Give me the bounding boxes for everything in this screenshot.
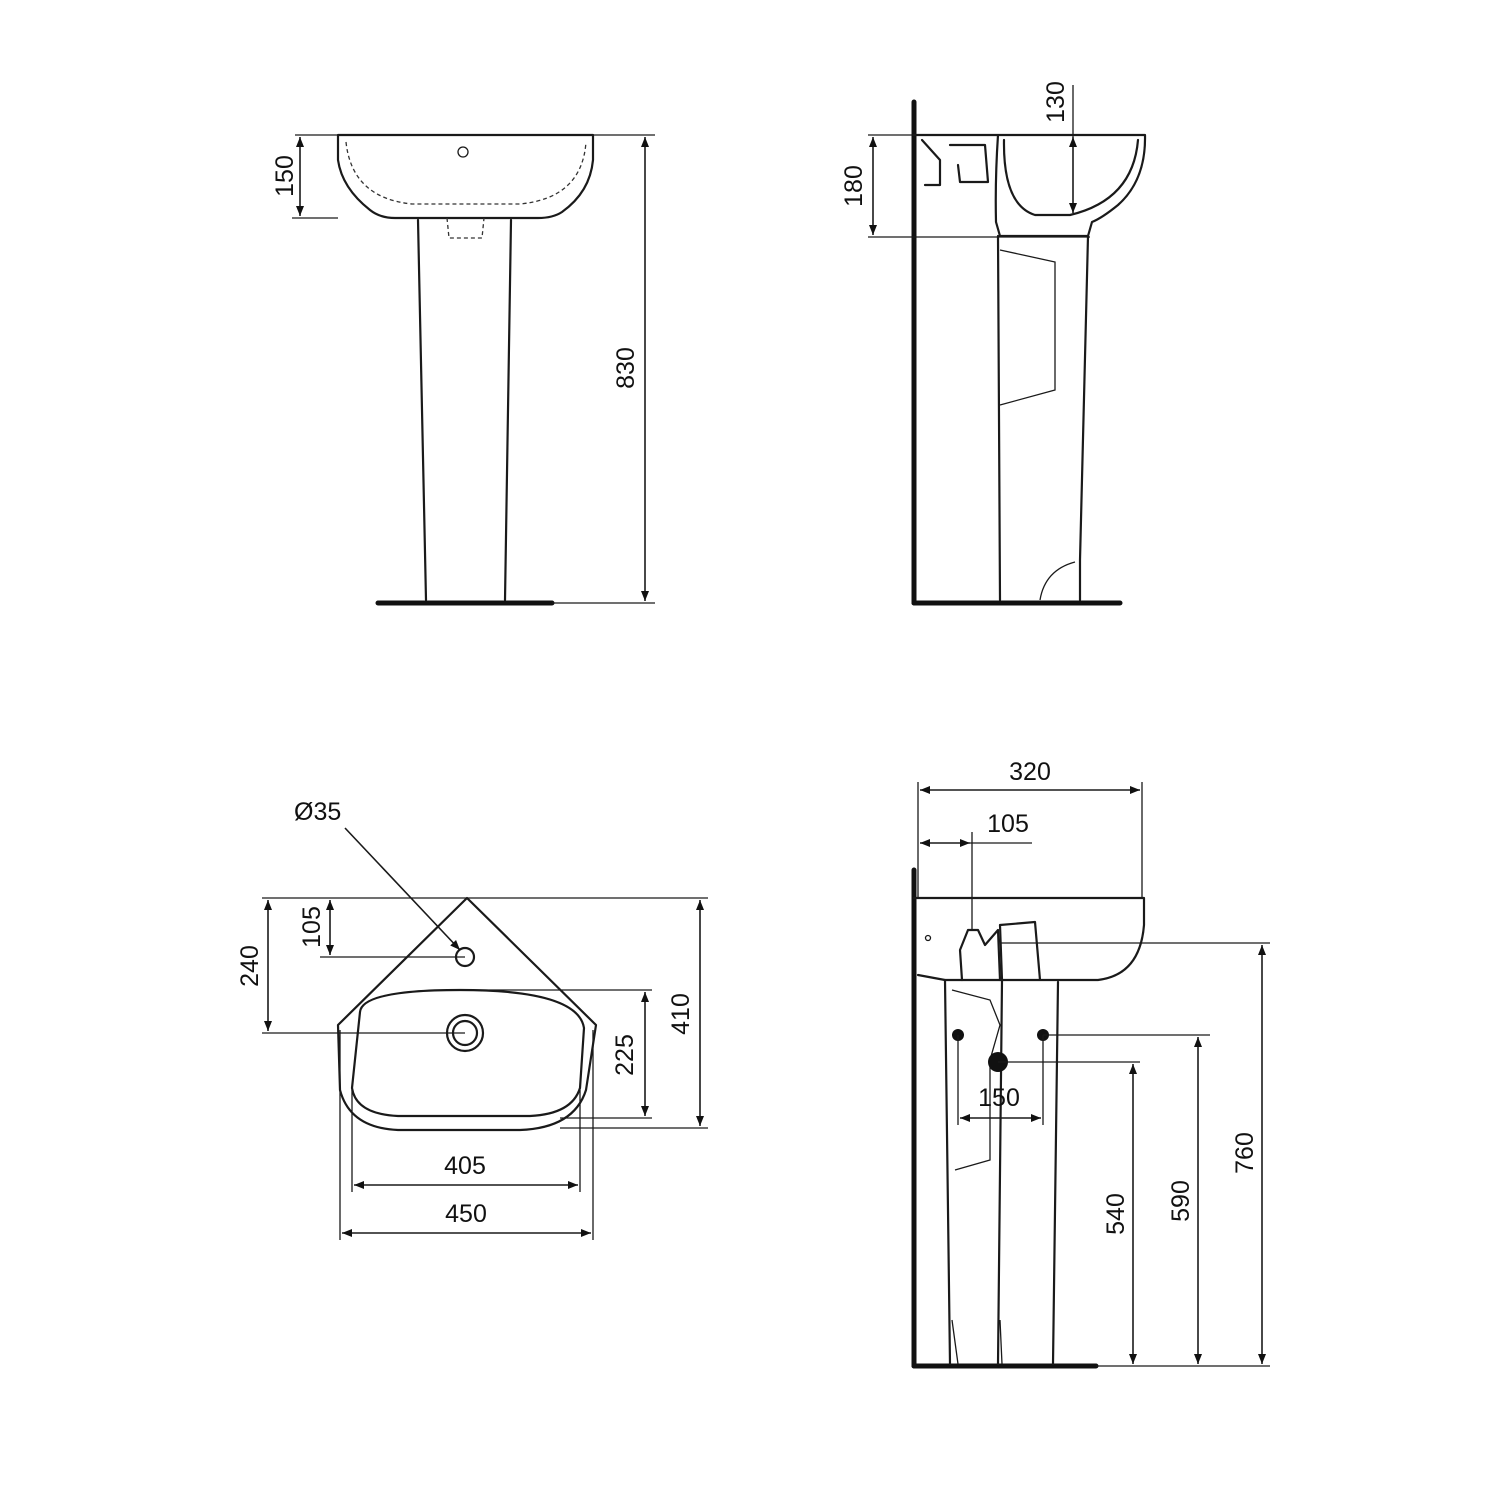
overflow-icon — [924, 934, 932, 942]
dim-225-label: 225 — [611, 1034, 639, 1076]
dim-540-label: 540 — [1102, 1193, 1130, 1235]
basin-plan-outline — [336, 896, 598, 1132]
dim-105-label: 105 — [987, 810, 1029, 838]
side-view-top: 180 130 — [840, 81, 1147, 606]
bowl-profile — [1002, 138, 1140, 217]
dim-180-label: 180 — [840, 165, 868, 207]
trap-outline — [446, 217, 485, 239]
plan-view: 105 240 225 410 405 450 Ø35 — [236, 798, 708, 1240]
pedestal-outline — [943, 978, 1060, 1366]
dim-150-label: 150 — [978, 1084, 1020, 1112]
dim-830-label: 830 — [612, 347, 640, 389]
dim-150-label: 150 — [271, 155, 299, 197]
bowl-hidden-line — [345, 141, 587, 205]
dim-diameter-leader — [344, 827, 461, 951]
side-view-bottom: 320 105 150 540 590 760 — [911, 758, 1270, 1369]
dim-590-label: 590 — [1167, 1180, 1195, 1222]
dim-405-label: 405 — [444, 1152, 486, 1180]
tap-hole-icon — [457, 146, 469, 158]
pedestal-recess — [999, 249, 1056, 406]
overflow-detail — [920, 138, 990, 187]
basin-side-outline — [912, 133, 1147, 238]
bowl-plan-outline — [350, 988, 586, 1118]
dim-410-label: 410 — [667, 993, 695, 1035]
front-view: 150 830 — [271, 133, 655, 606]
pedestal-inner-profile — [951, 989, 1003, 1365]
dim-diameter-label: Ø35 — [294, 798, 341, 826]
pedestal-outline — [416, 218, 513, 602]
pedestal-side-outline — [996, 234, 1090, 602]
dim-130-label: 130 — [1042, 81, 1070, 123]
dim-105-label: 105 — [298, 906, 326, 948]
basin-underside — [916, 973, 1004, 982]
dim-450-label: 450 — [445, 1200, 487, 1228]
dim-320-label: 320 — [1009, 758, 1051, 786]
dim-240-label: 240 — [236, 945, 264, 987]
basin-side-outline — [912, 896, 1146, 982]
trap-outline — [958, 928, 1002, 982]
pedestal-foot-curve — [1039, 561, 1076, 601]
dim-760-label: 760 — [1231, 1132, 1259, 1174]
basin-outline — [336, 133, 595, 220]
